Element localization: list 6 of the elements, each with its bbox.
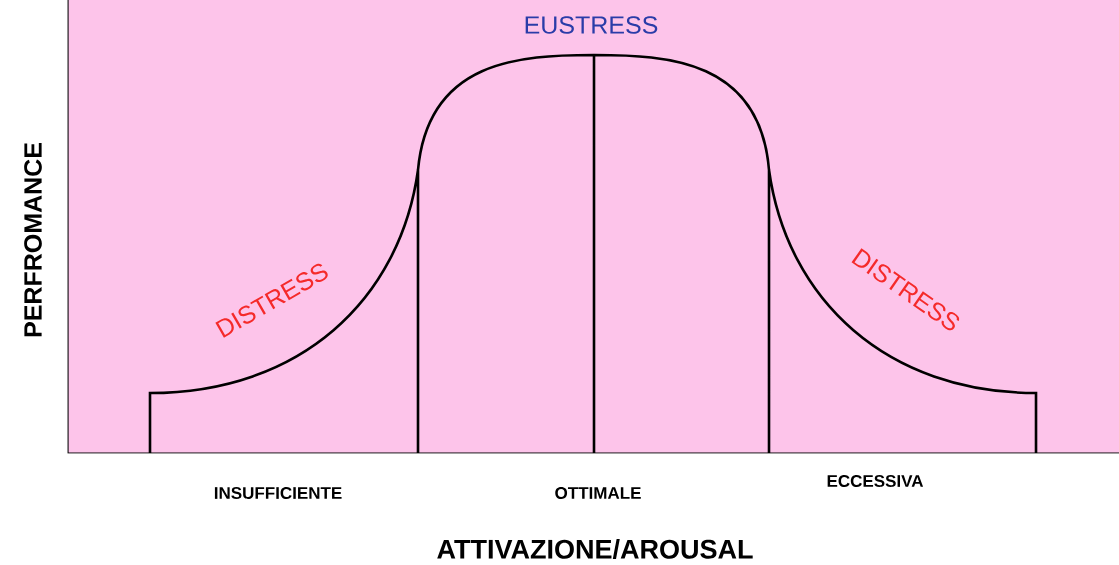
curve-label: EUSTRESS — [525, 16, 658, 34]
zone-label: ECCESSIVA — [827, 475, 924, 488]
axis-title: PERFROMANCE — [24, 143, 42, 337]
zone-label: OTTIMALE — [555, 487, 641, 500]
axis-title: ATTIVAZIONE/AROUSAL — [437, 538, 753, 560]
zone-label: INSUFFICIENTE — [214, 487, 342, 500]
